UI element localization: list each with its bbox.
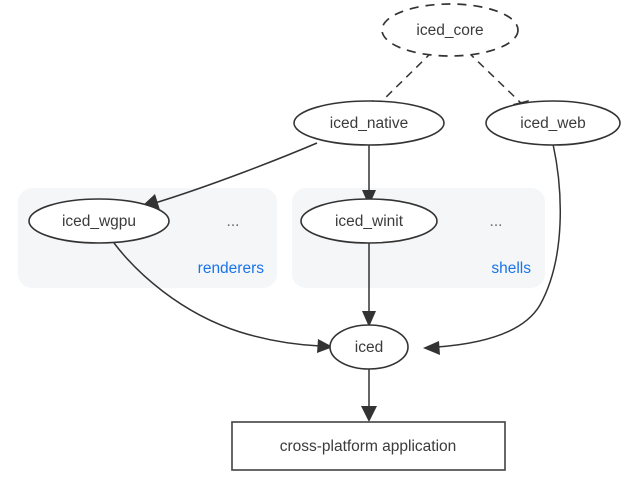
node-iced_native[interactable]: iced_native [293, 100, 445, 146]
cluster-renderers-ellipsis: ... [227, 213, 240, 230]
edge-iced_native-iced_wgpu [154, 142, 318, 204]
node-iced_core-shape [381, 3, 519, 57]
edge-iced_wgpu-iced-arrowhead [317, 339, 333, 353]
node-iced_core[interactable]: iced_core [381, 3, 519, 57]
node-iced_wgpu-label: iced_wgpu [62, 213, 136, 230]
node-iced_winit[interactable]: iced_winit [300, 198, 438, 244]
cluster-shells-ellipsis: ... [490, 213, 503, 230]
node-iced_web-label: iced_web [520, 115, 586, 132]
node-iced_web-shape [485, 100, 621, 146]
node-iced[interactable]: iced [329, 324, 409, 370]
node-iced_native-shape [293, 100, 445, 146]
node-iced_native-label: iced_native [330, 115, 408, 132]
edge-iced_wgpu-iced [113, 242, 321, 347]
node-iced_winit-label: iced_winit [335, 213, 404, 230]
node-iced_winit-shape [300, 198, 438, 244]
edge-iced_web-iced [436, 143, 561, 348]
node-application[interactable]: cross-platform application [231, 421, 506, 471]
edge-iced_web-iced-arrowhead [423, 341, 440, 355]
node-iced-label: iced [355, 339, 383, 356]
node-iced_wgpu-shape [28, 198, 170, 244]
node-application-shape [231, 421, 506, 471]
edge-iced_core-iced_web [467, 51, 523, 105]
node-iced_wgpu[interactable]: iced_wgpu [28, 198, 170, 244]
edge-iced-application-arrowhead [361, 406, 377, 422]
edge-iced_native-iced_winit-arrowhead [362, 190, 376, 206]
node-iced_core-label: iced_core [416, 22, 483, 39]
node-iced-shape [329, 324, 409, 370]
node-application-label: cross-platform application [280, 438, 457, 455]
edge-iced_winit-iced-arrowhead [362, 311, 376, 327]
cluster-renderers-label: renderers [198, 260, 265, 277]
edge-iced_core-iced_native [378, 51, 433, 105]
cluster-shells-label: shells [491, 260, 531, 277]
node-iced_web[interactable]: iced_web [485, 100, 621, 146]
